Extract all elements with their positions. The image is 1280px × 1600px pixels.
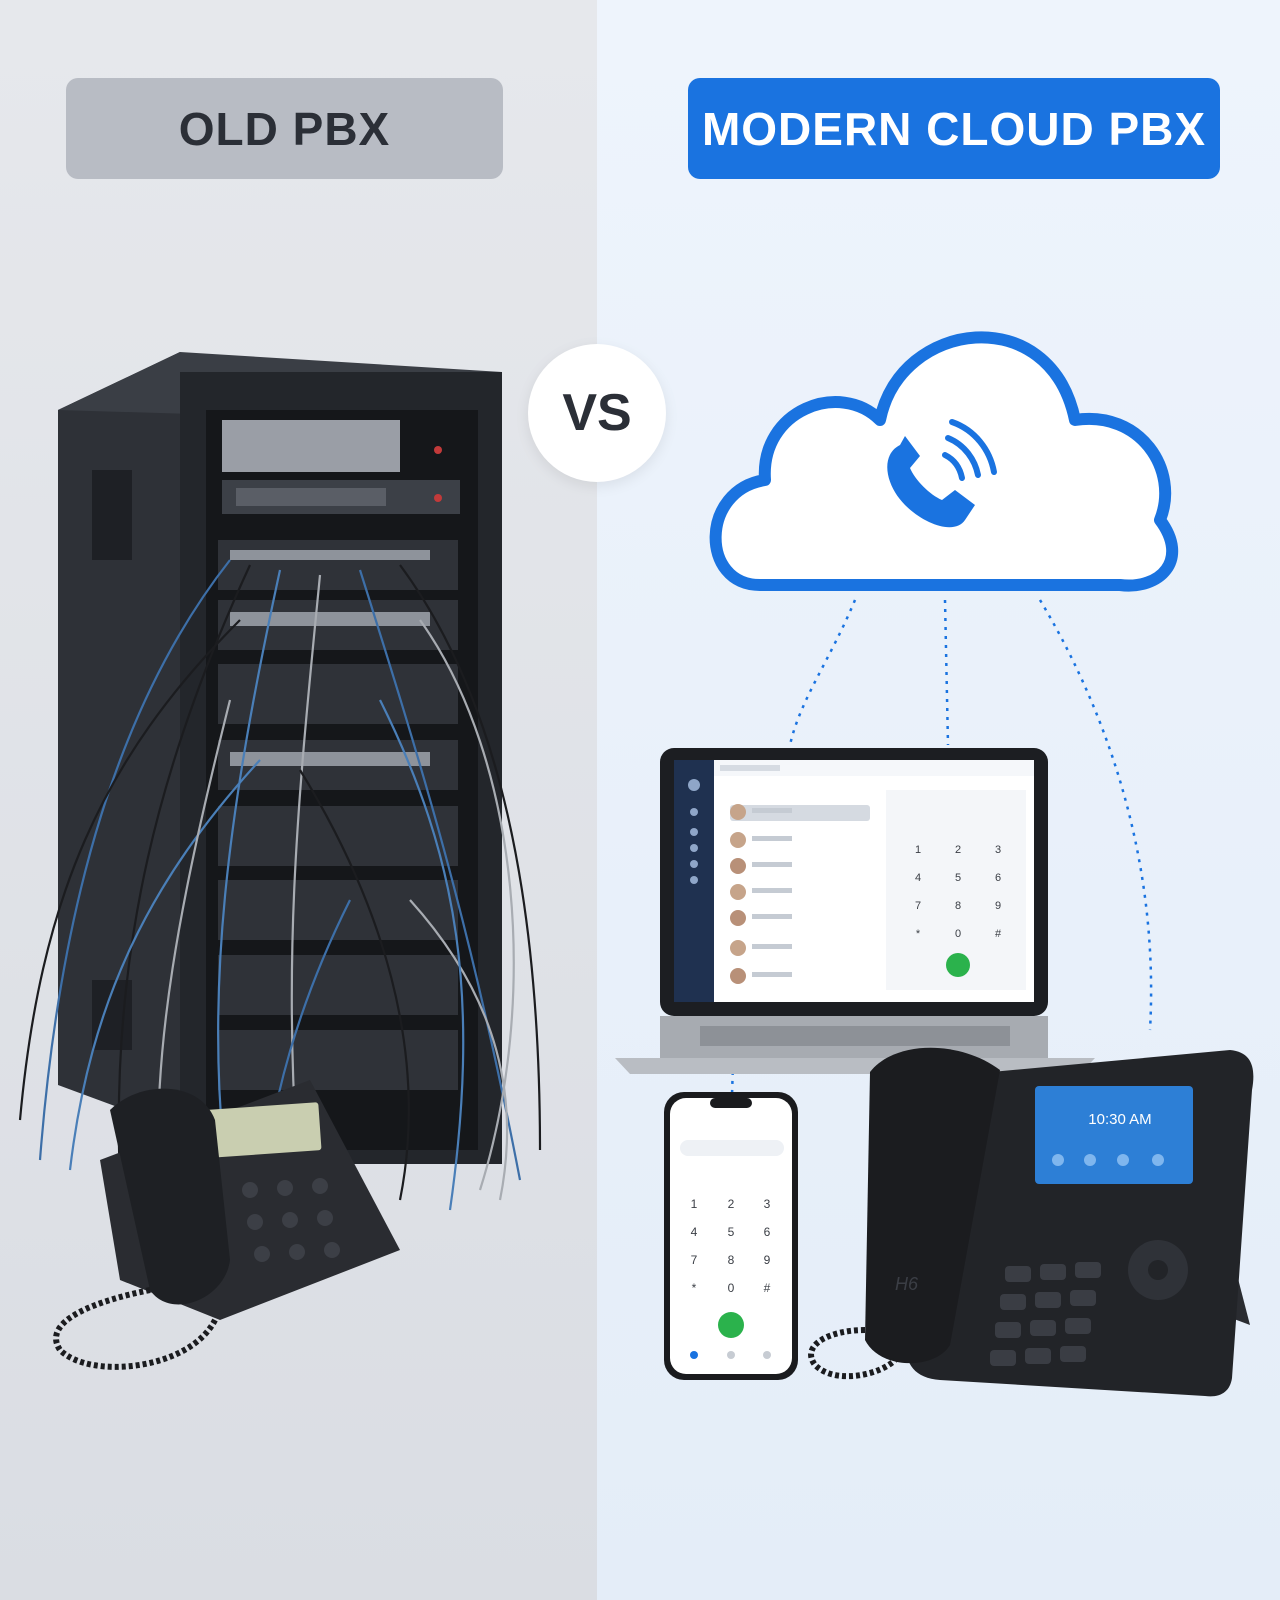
desk-phone-logo: H6: [895, 1274, 919, 1294]
laptop-key: 6: [995, 872, 1001, 884]
vs-badge: VS: [528, 344, 666, 482]
laptop-key: 9: [995, 900, 1001, 912]
desk-phone-clock: 10:30 AM: [1088, 1111, 1151, 1128]
laptop-key: 2: [955, 844, 961, 856]
laptop-key: 7: [915, 900, 921, 912]
phone-key: 4: [691, 1225, 698, 1239]
laptop: 1 2 3 4 5 6 7 8 9 * 0 #: [615, 748, 1095, 1074]
laptop-key: *: [916, 928, 921, 940]
laptop-key: 8: [955, 900, 961, 912]
phone-key: 9: [764, 1253, 771, 1267]
laptop-key: 3: [995, 844, 1001, 856]
ip-desk-phone: 10:30 AM H6: [808, 1047, 1254, 1397]
phone-key: 8: [728, 1253, 735, 1267]
phone-key: 1: [691, 1197, 698, 1211]
old-pbx-label: OLD PBX: [66, 78, 503, 179]
laptop-key: 1: [915, 844, 921, 856]
laptop-key: 0: [955, 928, 961, 940]
phone-key: 0: [728, 1281, 735, 1295]
phone-key: #: [764, 1281, 771, 1295]
phone-key: 3: [764, 1197, 771, 1211]
server-rack: [18, 352, 542, 1211]
laptop-key: 4: [915, 872, 921, 884]
laptop-key: 5: [955, 872, 961, 884]
phone-key: *: [692, 1281, 697, 1295]
phone-key: 6: [764, 1225, 771, 1239]
phone-dialpad: 1 2 3 4 5 6 7 8 9 * 0 #: [691, 1197, 771, 1295]
laptop-call-icon: [946, 953, 970, 977]
modern-cloud-pbx-label: MODERN CLOUD PBX: [688, 78, 1220, 179]
cloud-phone-icon: [709, 331, 1179, 592]
smartphone: 1 2 3 4 5 6 7 8 9 * 0 #: [664, 1092, 798, 1380]
phone-key: 5: [728, 1225, 735, 1239]
phone-key: 2: [728, 1197, 735, 1211]
phone-call-icon: [718, 1312, 744, 1338]
laptop-dialpad: 1 2 3 4 5 6 7 8 9 * 0 #: [915, 844, 1002, 940]
old-desk-phone: [53, 1080, 400, 1370]
laptop-key: #: [995, 928, 1002, 940]
phone-key: 7: [691, 1253, 698, 1267]
